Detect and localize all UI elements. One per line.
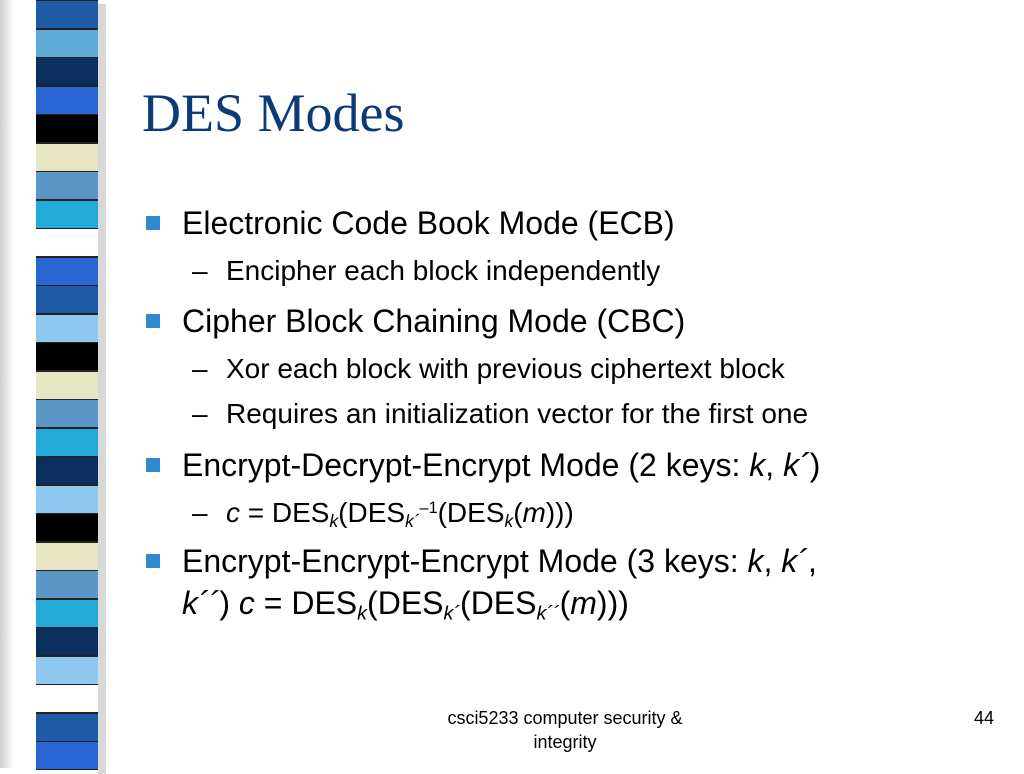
stripe-cell-shadow: [98, 546, 106, 575]
stripe-cell: [36, 684, 98, 713]
stripe-cell: [36, 57, 98, 86]
bullet-eee: Encrypt-Encrypt-Encrypt Mode (3 keys: k,…: [146, 542, 817, 580]
stripe-cell: [36, 228, 98, 257]
stripe-cell-shadow: [98, 175, 106, 204]
square-bullet-icon: [146, 458, 160, 472]
stripe-cell: [36, 627, 98, 656]
stripe-cell-shadow: [98, 688, 106, 717]
stripe-cell: [36, 542, 98, 571]
stripe-cell: [36, 0, 98, 29]
stripe-cell-shadow: [98, 489, 106, 518]
bullet-eee-line2: k´´) c = DESk(DESk´(DESk´´(m))): [182, 585, 629, 625]
stripe-cell: [36, 86, 98, 115]
stripe-cell: [36, 342, 98, 371]
stripe-cell: [36, 257, 98, 286]
sub-bullet-ede-formula: – c = DESk(DESk´–1(DESk(m))): [192, 497, 574, 531]
stripe-cell: [36, 456, 98, 485]
footer-course: csci5233 computer security & integrity: [447, 708, 683, 752]
stripe-cell: [36, 485, 98, 514]
stripe-cell-shadow: [98, 603, 106, 632]
stripe-cell: [36, 371, 98, 400]
stripe-cell: [36, 513, 98, 542]
stripe-cell-shadow: [98, 375, 106, 404]
stripe-cell: [36, 285, 98, 314]
stripe-cell: [36, 399, 98, 428]
stripe-cell-shadow: [98, 403, 106, 432]
sub-bullet-cbc-xor: – Xor each block with previous ciphertex…: [192, 353, 785, 384]
dash-bullet-icon: –: [192, 497, 208, 528]
sub-bullet-cbc-iv: – Requires an initialization vector for …: [192, 398, 809, 429]
stripe-cell-shadow: [98, 147, 106, 176]
stripe-cell: [36, 171, 98, 200]
stripe-cell: [36, 200, 98, 229]
square-bullet-icon: [146, 554, 160, 568]
stripe-cell-shadow: [98, 745, 106, 774]
page-number: 44: [973, 708, 994, 728]
dash-bullet-icon: –: [192, 353, 208, 384]
stripe-cell: [36, 656, 98, 685]
stripe-cell-shadow: [98, 460, 106, 489]
stripe-cell: [36, 143, 98, 172]
stripe-cell: [36, 713, 98, 742]
bullet-ecb: Electronic Code Book Mode (ECB): [146, 204, 675, 242]
stripe-cell-shadow: [98, 517, 106, 546]
stripe-cell: [36, 741, 98, 770]
stripe-cell: [36, 114, 98, 143]
stripe-cell-shadow: [98, 574, 106, 603]
slide-title: DES Modes: [142, 83, 405, 143]
stripe-cell-shadow: [98, 631, 106, 660]
bullet-ede: Encrypt-Decrypt-Encrypt Mode (2 keys: k,…: [146, 446, 820, 484]
stripe-cell-shadow: [98, 232, 106, 261]
stripe-cell-shadow: [98, 289, 106, 318]
square-bullet-icon: [146, 216, 160, 230]
stripe-cell-shadow: [98, 61, 106, 90]
stripe-cell-shadow: [98, 118, 106, 147]
stripe-cell: [36, 29, 98, 58]
bullet-cbc: Cipher Block Chaining Mode (CBC): [146, 302, 685, 340]
stripe-cell: [36, 314, 98, 343]
stripe-shadow: [0, 0, 14, 768]
stripe-cell: [36, 570, 98, 599]
dash-bullet-icon: –: [192, 398, 208, 429]
stripe-cell-shadow: [98, 4, 106, 33]
stripe-cell-shadow: [98, 346, 106, 375]
stripe-cell-shadow: [98, 90, 106, 119]
stripe-cell-shadow: [98, 318, 106, 347]
stripe-cell-shadow: [98, 204, 106, 233]
stripe-cell-shadow: [98, 261, 106, 290]
stripe-cell-shadow: [98, 432, 106, 461]
stripe-cell-shadow: [98, 33, 106, 62]
stripe-cell: [36, 599, 98, 628]
stripe-cell-shadow: [98, 660, 106, 689]
decorative-stripe-bar: [0, 0, 118, 774]
sub-bullet-ecb: – Encipher each block independently: [192, 255, 661, 286]
stripe-cell-shadow: [98, 717, 106, 746]
square-bullet-icon: [146, 314, 160, 328]
stripe-cell: [36, 428, 98, 457]
dash-bullet-icon: –: [192, 255, 208, 286]
